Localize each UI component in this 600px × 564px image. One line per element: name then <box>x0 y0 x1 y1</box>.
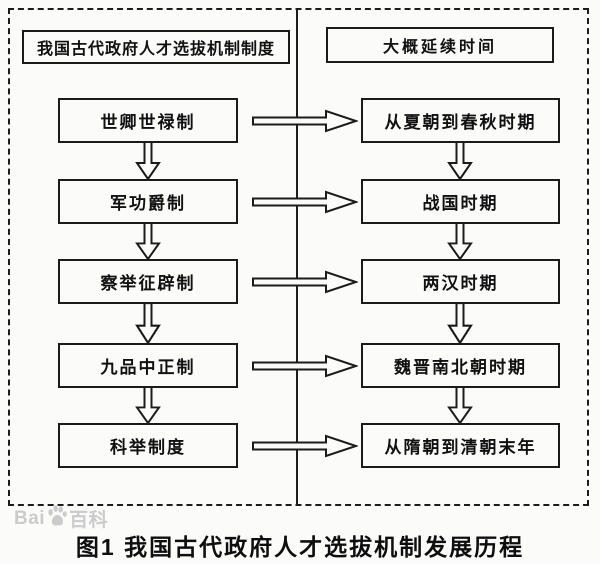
down-arrow-icon <box>135 303 161 344</box>
period-box-3: 两汉时期 <box>361 259 560 304</box>
system-box-5: 科举制度 <box>58 423 238 468</box>
left-column-header: 我国古代政府人才选拔机制制度 <box>22 30 290 64</box>
right-arrow-icon <box>252 270 358 294</box>
column-divider-line <box>296 8 298 506</box>
down-arrow-icon <box>135 387 161 424</box>
right-arrow-icon <box>252 190 358 214</box>
down-arrow-icon <box>447 303 473 344</box>
system-box-1: 世卿世禄制 <box>58 98 238 143</box>
baidu-baike-watermark: Bai 百科 <box>14 504 109 532</box>
right-arrow-icon <box>252 109 358 133</box>
period-box-5: 从隋朝到清朝末年 <box>361 423 560 468</box>
down-arrow-icon <box>447 142 473 180</box>
watermark-suffix: 百科 <box>69 510 109 531</box>
system-box-2: 军功爵制 <box>58 179 238 224</box>
right-arrow-icon <box>252 354 358 378</box>
right-column-header: 大概延续时间 <box>326 27 554 63</box>
right-arrow-icon <box>252 434 358 458</box>
down-arrow-icon <box>447 387 473 424</box>
period-box-2: 战国时期 <box>361 179 560 224</box>
system-box-3: 察举征辟制 <box>58 259 238 304</box>
figure-caption: 图1 我国古代政府人才选拔机制发展历程 <box>75 534 525 560</box>
down-arrow-icon <box>447 223 473 260</box>
down-arrow-icon <box>135 142 161 180</box>
period-box-1: 从夏朝到春秋时期 <box>361 98 560 143</box>
down-arrow-icon <box>135 223 161 260</box>
period-box-4: 魏晋南北朝时期 <box>361 343 560 388</box>
baidu-paw-icon <box>46 504 68 528</box>
system-box-4: 九品中正制 <box>58 343 238 388</box>
watermark-prefix: Bai <box>14 507 46 529</box>
diagram-dashed-border <box>8 8 589 506</box>
